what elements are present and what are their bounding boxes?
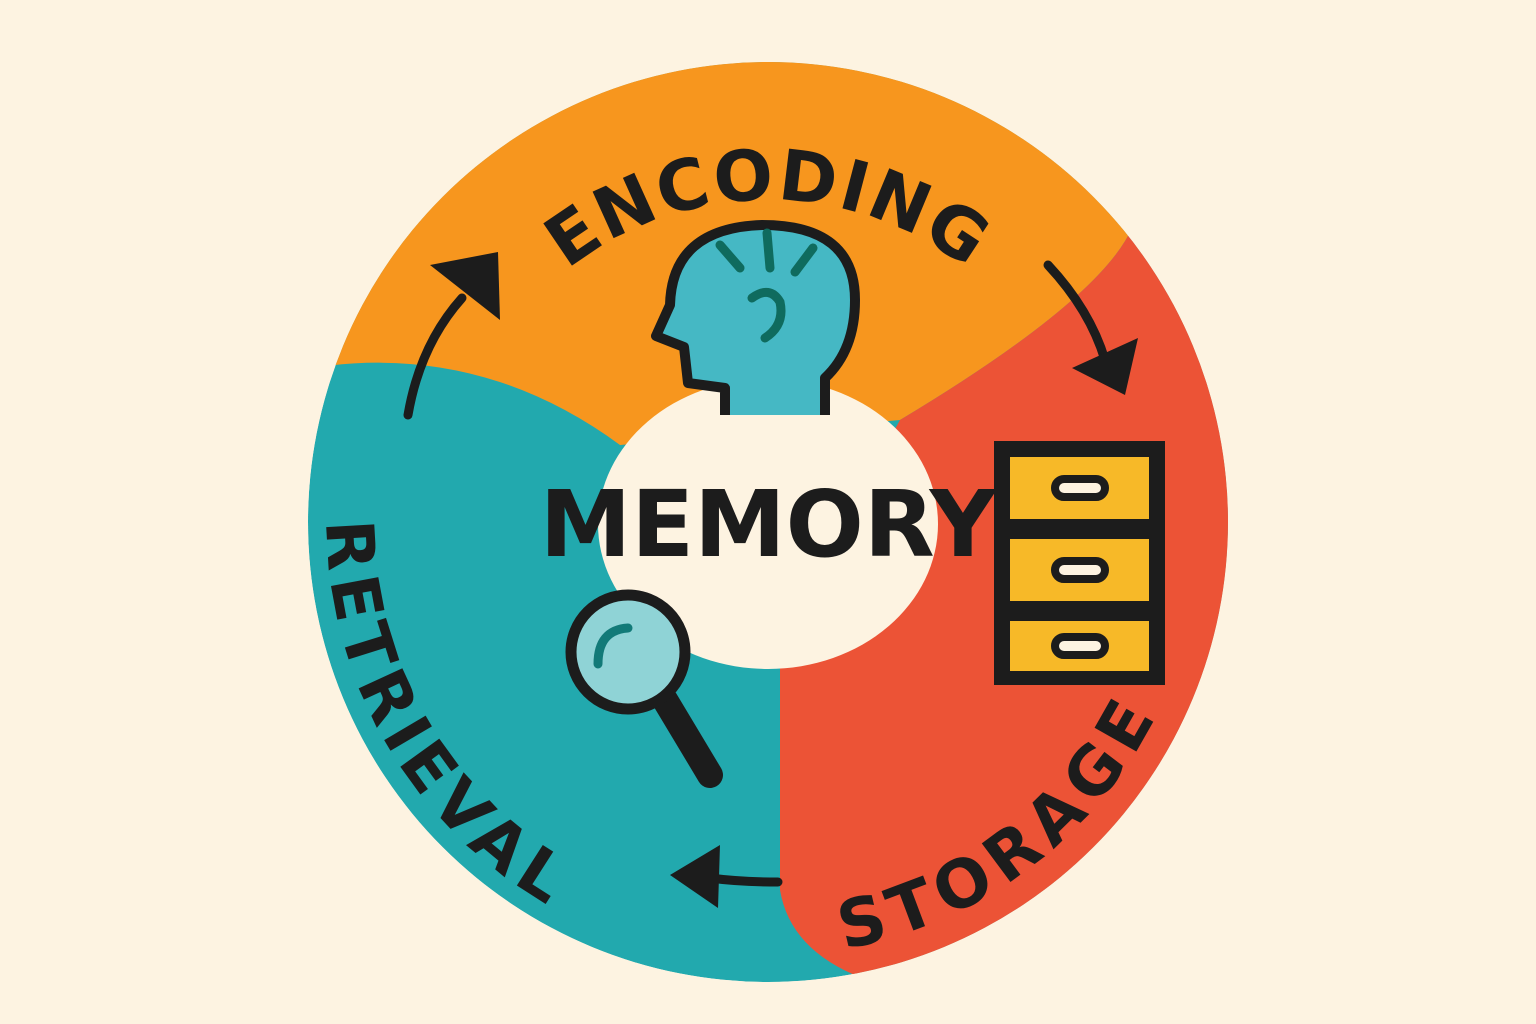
filing-cabinet-icon (994, 441, 1165, 685)
memory-title: MEMORY (540, 471, 998, 578)
center-circle (598, 379, 938, 669)
head-icon (651, 220, 860, 415)
arrow-encoding-to-storage (1043, 260, 1138, 395)
magnifying-glass-icon (565, 589, 723, 788)
arrow-retrieval-to-encoding (403, 252, 500, 420)
arrow-storage-to-retrieval (670, 845, 783, 908)
